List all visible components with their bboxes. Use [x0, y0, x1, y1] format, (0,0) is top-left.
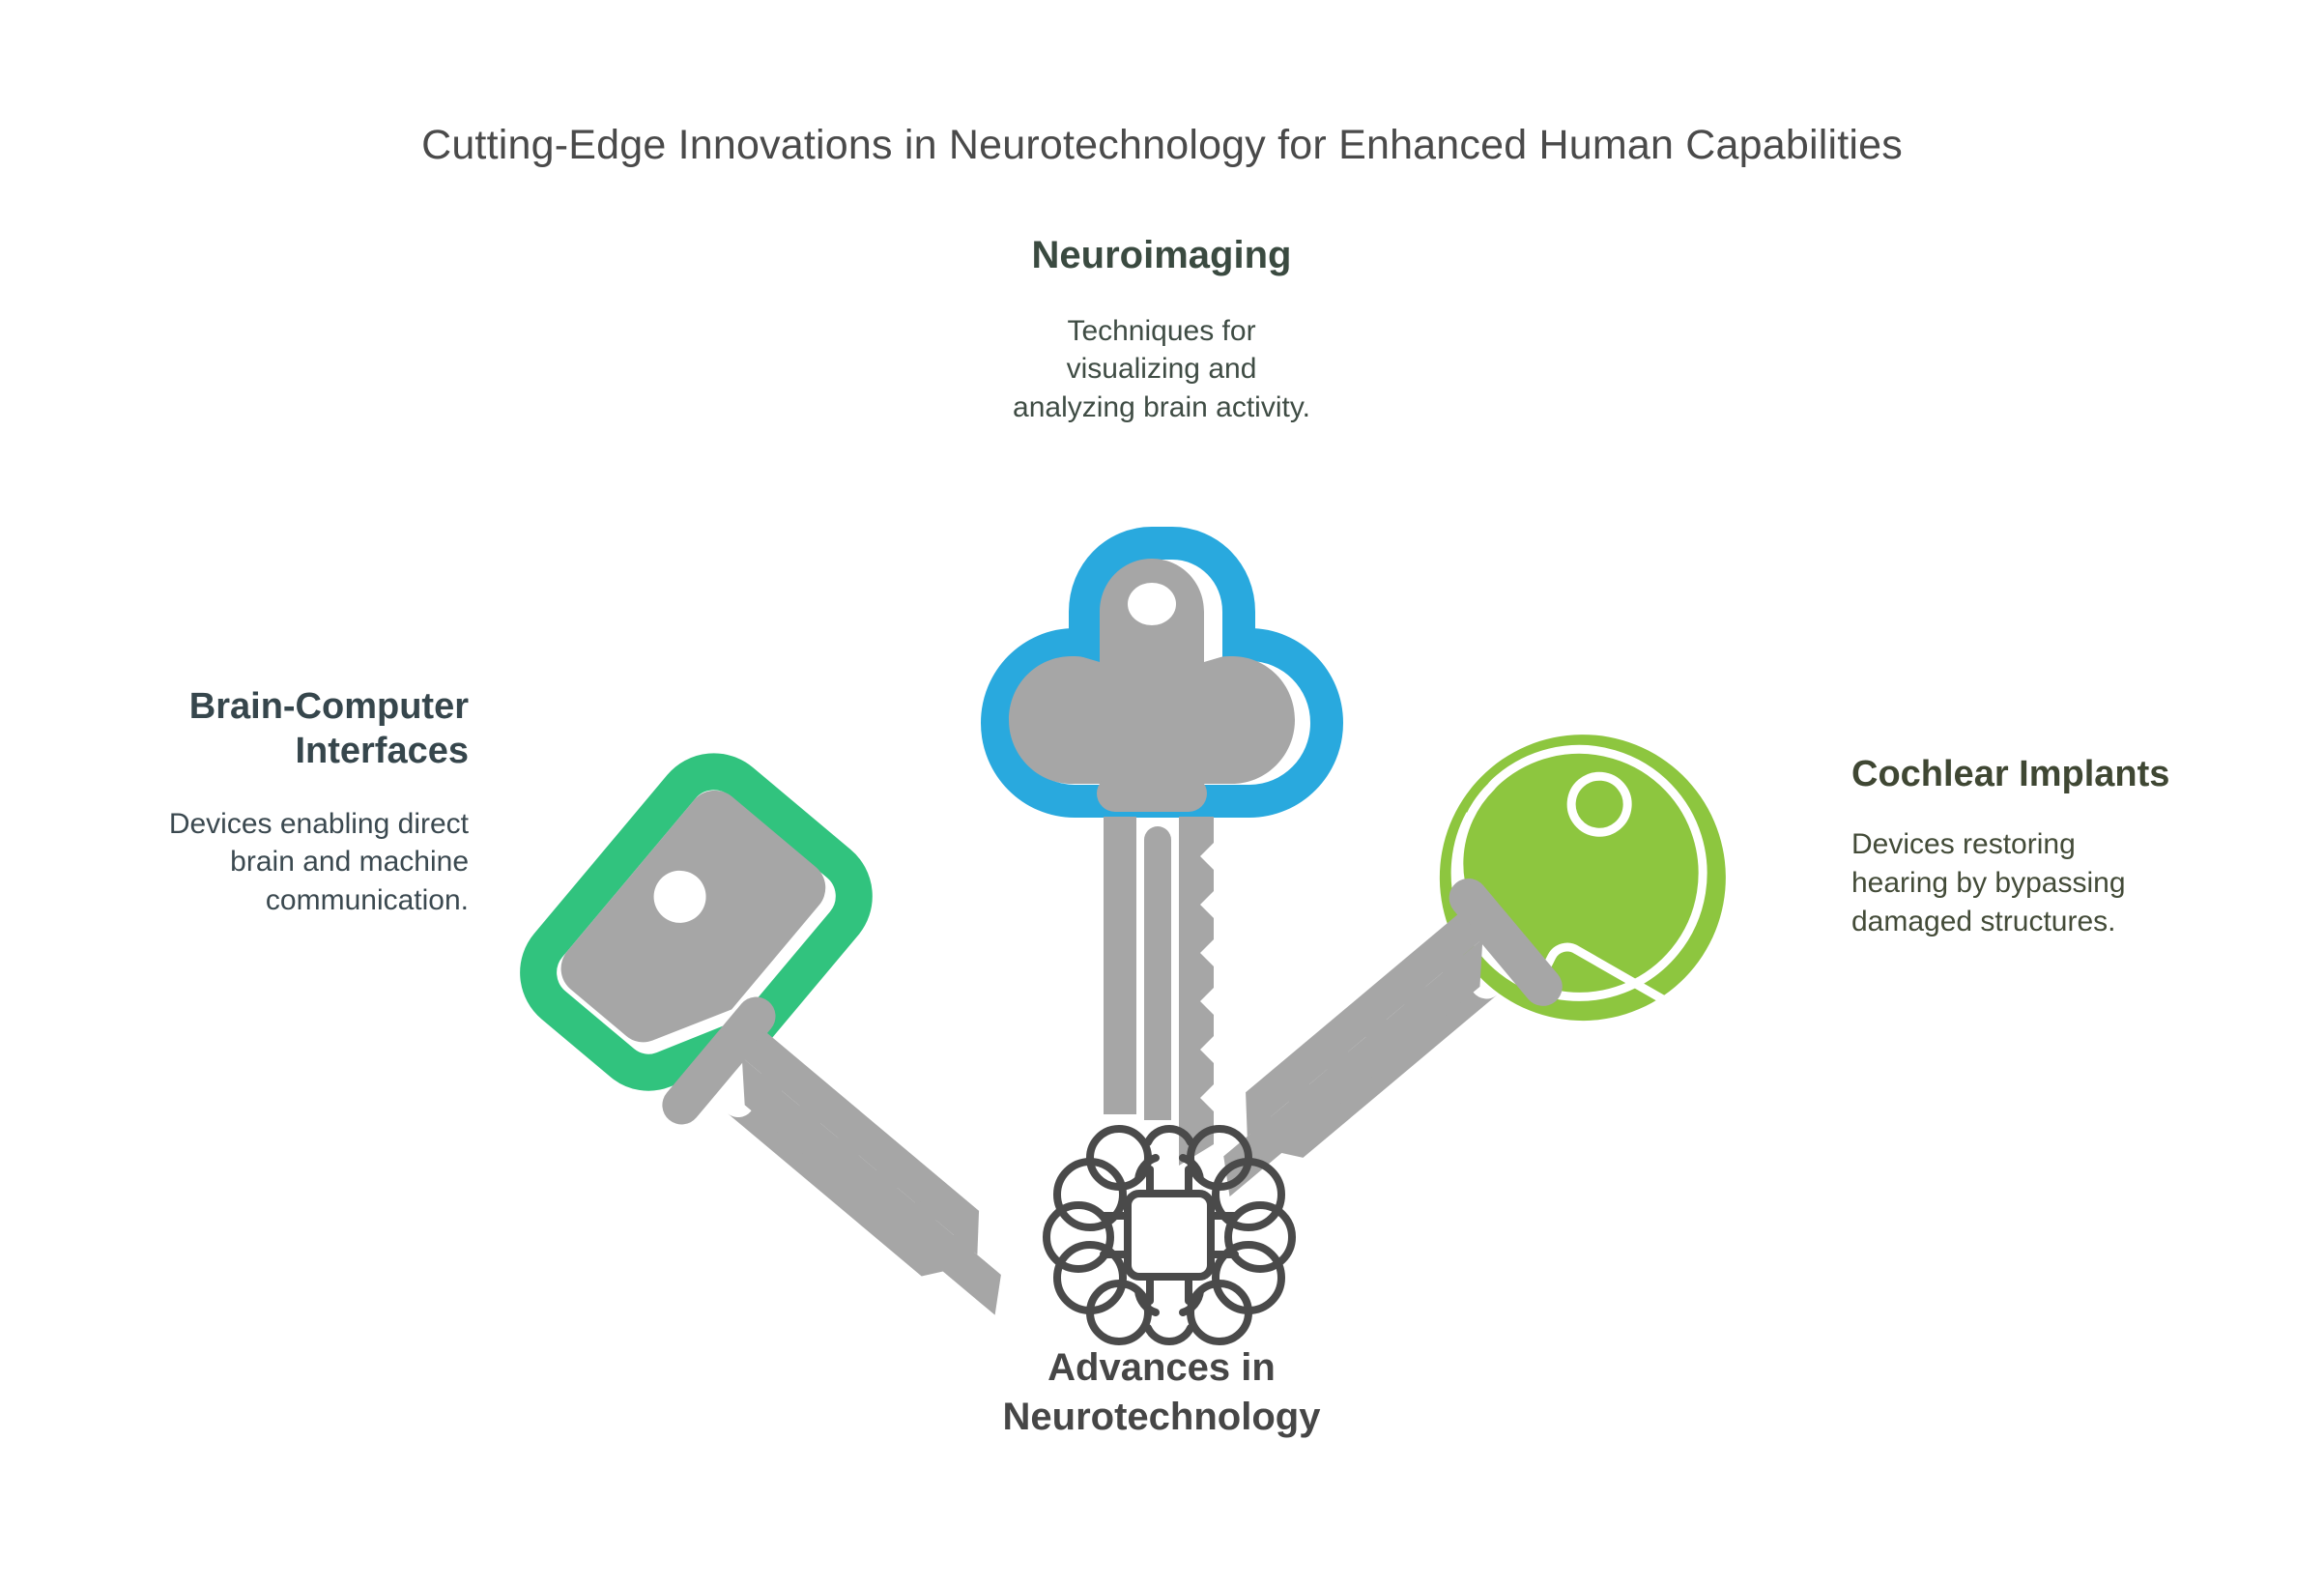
node-brain-computer-interfaces: Brain-Computer Interfaces Devices enabli… — [0, 684, 469, 920]
node-bci-description: Devices enabling direct brain and machin… — [0, 805, 469, 920]
node-neuroimaging-heading: Neuroimaging — [1031, 234, 1292, 276]
node-neuroimaging-desc-line-1: Techniques for — [1067, 314, 1256, 347]
key-shaft-groove-left — [727, 1088, 962, 1277]
brain-fold-br — [1179, 1287, 1204, 1316]
key-teeth-left — [741, 1056, 1001, 1315]
page-title: Cutting-Edge Innovations in Neurotechnol… — [421, 122, 1903, 168]
key-head-body-gray-left — [560, 790, 826, 1043]
key-shaft-right-bar — [1246, 911, 1483, 1137]
center-label-line-1: Advances in — [1047, 1346, 1276, 1389]
brain-fissure-top — [1144, 1124, 1194, 1146]
brain-lobe-tl — [1086, 1125, 1152, 1191]
node-bci-heading-line-2: Interfaces — [295, 731, 469, 772]
key-head-accent-green — [520, 753, 873, 1091]
brain-chip-icon[interactable] — [1043, 1124, 1296, 1346]
key-head-accent-blue — [980, 527, 1344, 818]
key-hole-left — [653, 870, 706, 923]
brain-lobe-r2 — [1224, 1201, 1296, 1273]
brain-lobe-l1 — [1053, 1158, 1127, 1231]
chip-backing — [1128, 1194, 1211, 1277]
key-teeth — [1179, 817, 1214, 1166]
node-bci-desc-line-1: Devices enabling direct — [168, 807, 469, 840]
key-icon-bci[interactable] — [512, 753, 1153, 1361]
brain-lobe-tr — [1187, 1125, 1252, 1191]
node-neuroimaging-desc-line-3: analyzing brain activity. — [1013, 390, 1310, 423]
key-icon-neuroimaging[interactable] — [980, 527, 1344, 1166]
key-shaft-groove — [1144, 826, 1171, 1120]
node-cochlear-implants: Cochlear Implants Devices restoring hear… — [1851, 752, 2306, 940]
node-bci-desc-line-2: brain and machine — [230, 846, 469, 879]
node-bci-heading: Brain-Computer Interfaces — [0, 684, 469, 774]
node-neuroimaging-desc-line-2: visualizing and — [1066, 353, 1257, 386]
node-bci-heading-line-1: Brain-Computer — [188, 686, 469, 727]
center-node-label: Advances in Neurotechnology — [775, 1343, 1548, 1442]
key-shaft-left — [1104, 817, 1136, 1114]
brain-lobe-l3 — [1053, 1241, 1127, 1314]
node-cochlear-heading: Cochlear Implants — [1851, 754, 2170, 794]
node-cochlear-desc-line-2: hearing by bypassing — [1851, 866, 2126, 899]
key-head-inner-outline — [1450, 744, 1707, 1053]
key-shaft-left-bar — [741, 1030, 980, 1255]
node-cochlear-desc-line-3: damaged structures. — [1851, 905, 2116, 937]
node-neuroimaging: Neuroimaging Techniques for visualizing … — [872, 232, 1451, 427]
key-teeth-right — [1223, 938, 1483, 1197]
brain-fold-tr — [1179, 1154, 1204, 1183]
brain-lobe-r3 — [1212, 1241, 1285, 1314]
key-shaft-groove-right — [1262, 969, 1498, 1158]
node-cochlear-desc-line-1: Devices restoring — [1851, 828, 2076, 861]
brain-fissure-bottom — [1144, 1324, 1194, 1346]
node-neuroimaging-description: Techniques for visualizing and analyzing… — [872, 312, 1451, 427]
key-hole — [1128, 583, 1176, 625]
brain-lobe-bl — [1086, 1280, 1152, 1345]
node-bci-desc-line-3: communication. — [265, 883, 469, 916]
cpu-chip-body — [1124, 1190, 1215, 1281]
node-cochlear-description: Devices restoring hearing by bypassing d… — [1851, 825, 2306, 940]
brain-lobe-l2 — [1043, 1201, 1114, 1273]
brain-lobe-br — [1187, 1280, 1252, 1345]
key-collar-right — [1449, 878, 1563, 1006]
brain-fold-tl — [1134, 1154, 1160, 1183]
key-collar — [1097, 775, 1207, 812]
key-head-accent-olive — [1439, 735, 1726, 1022]
center-label-line-2: Neurotechnology — [1002, 1396, 1321, 1439]
key-icon-cochlear[interactable] — [1127, 677, 1822, 1339]
key-collar-left — [662, 996, 776, 1125]
brain-fold-bl — [1134, 1287, 1160, 1316]
key-head-body-gray — [1009, 559, 1295, 784]
brain-lobe-r1 — [1212, 1158, 1285, 1231]
key-hole-right — [1566, 771, 1632, 837]
